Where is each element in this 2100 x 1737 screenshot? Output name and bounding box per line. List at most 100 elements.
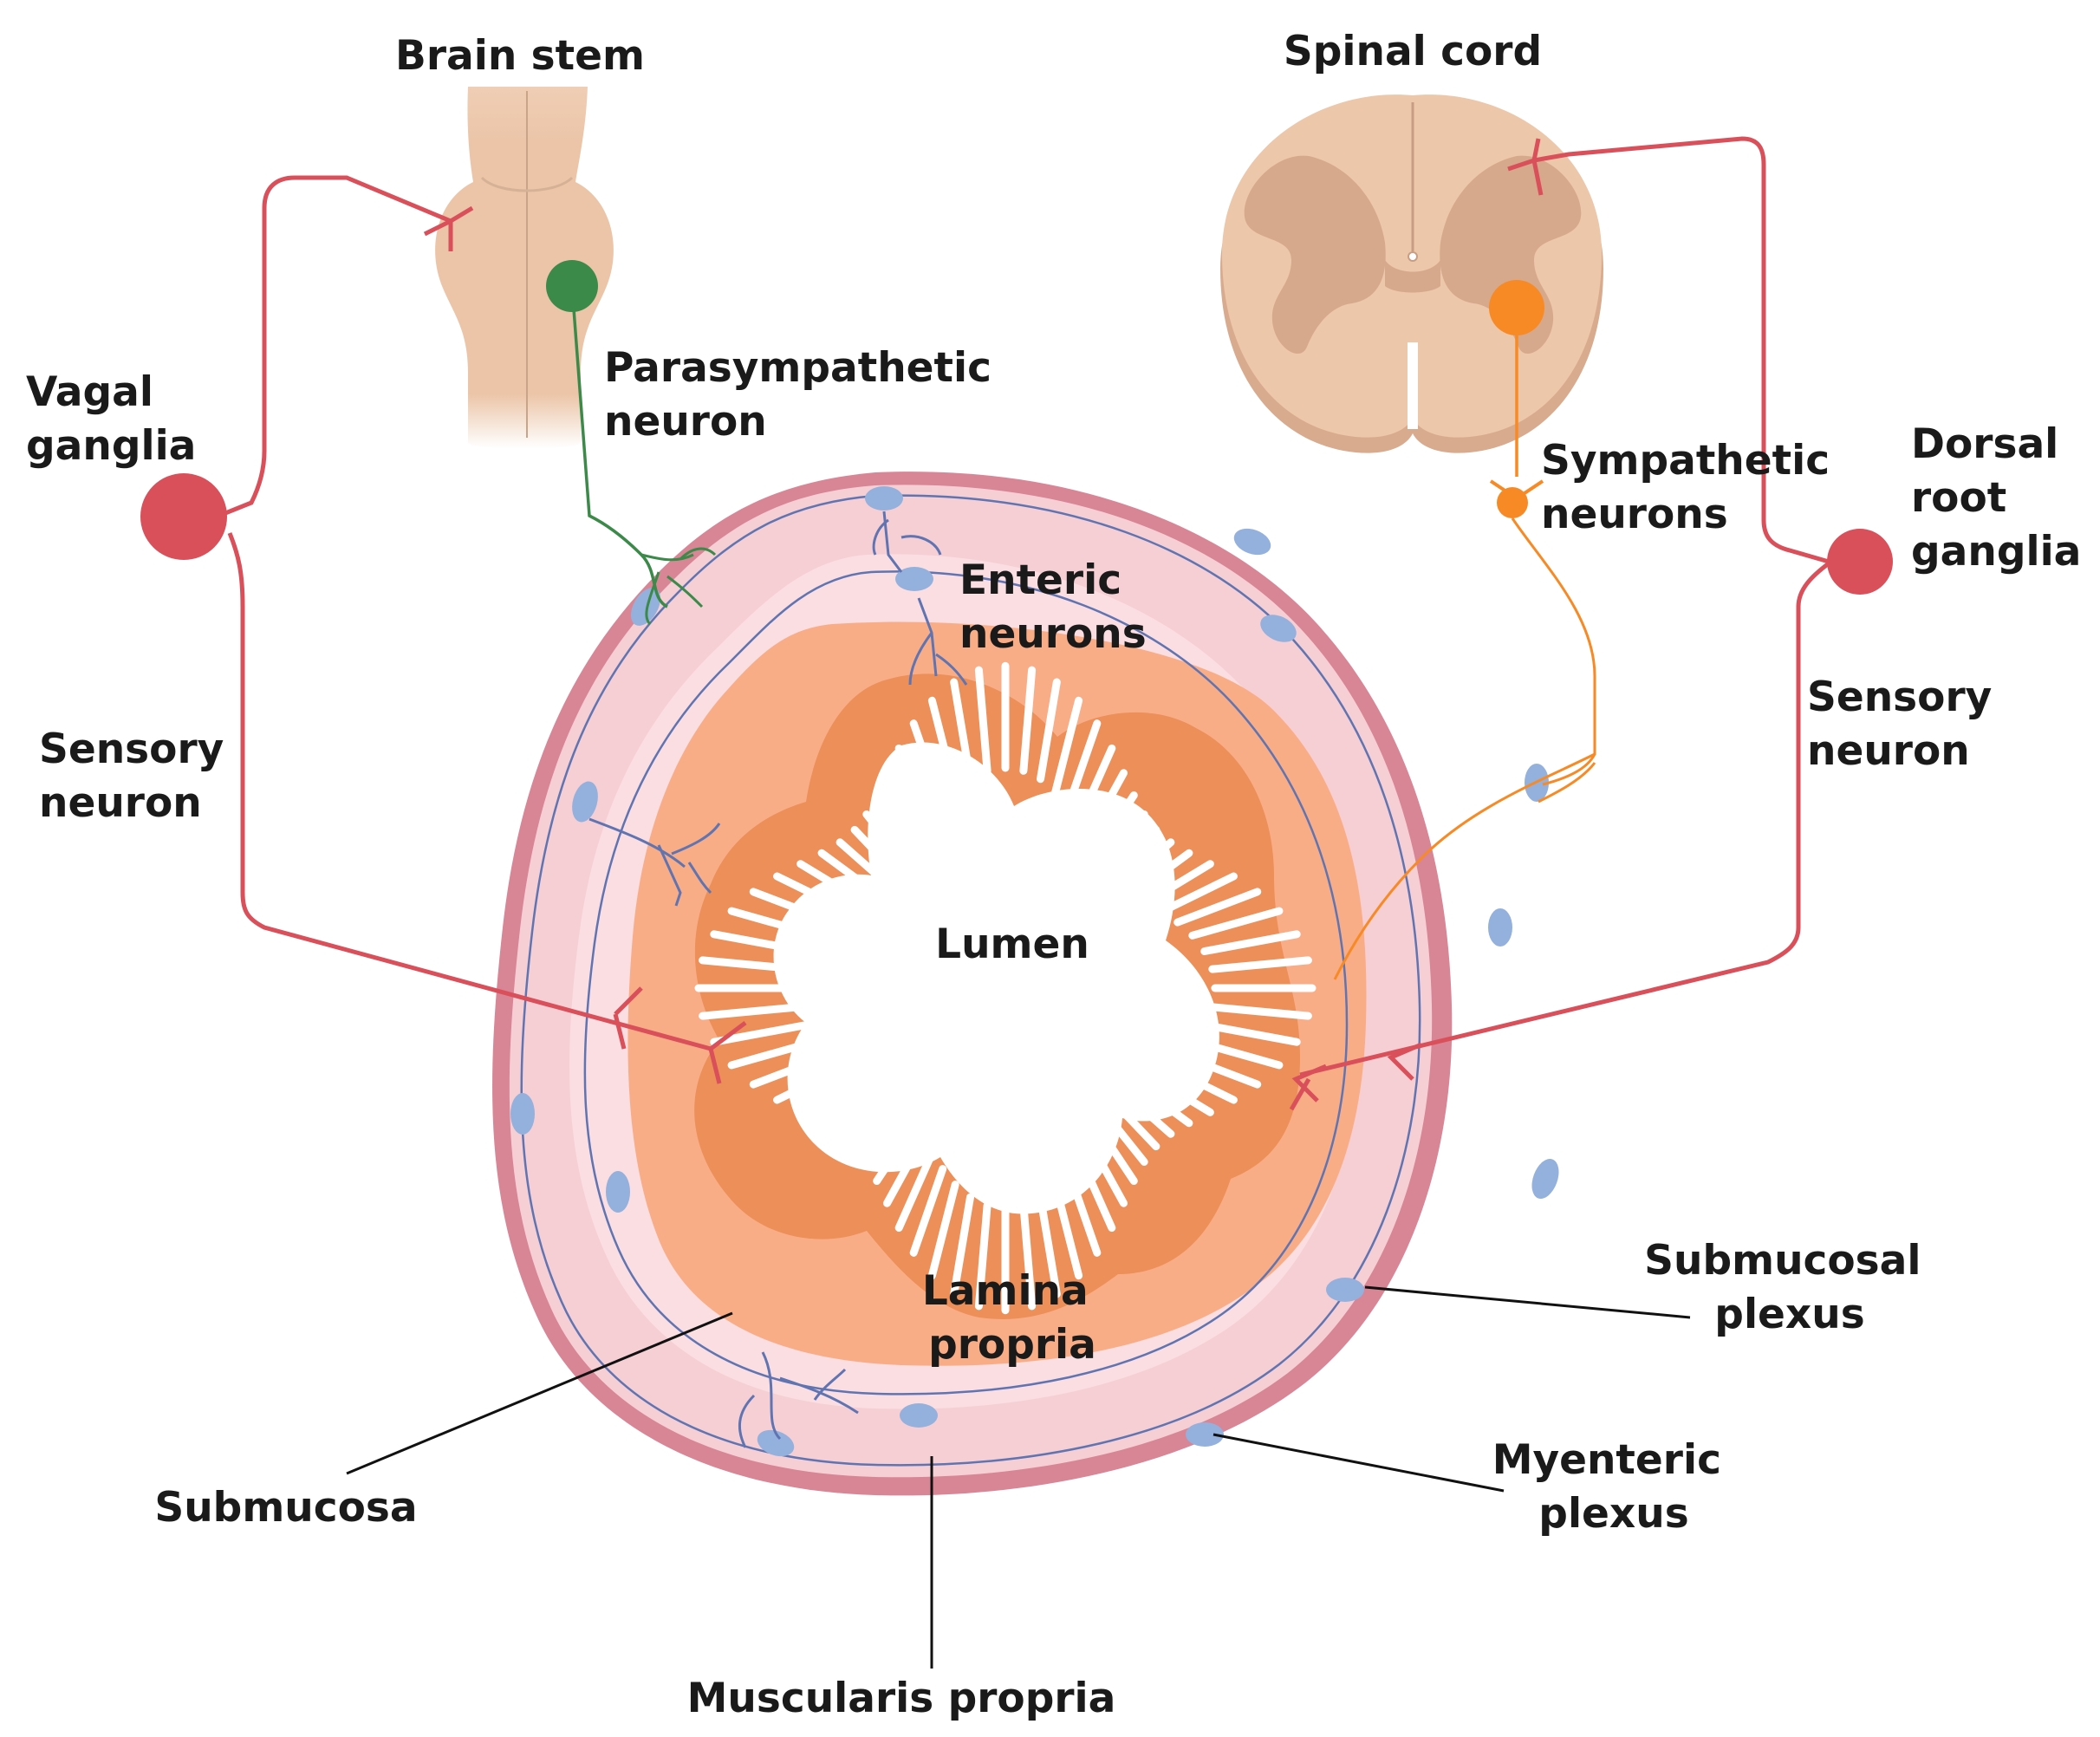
villus xyxy=(950,678,974,784)
plexus-node xyxy=(895,567,933,591)
villus xyxy=(850,1092,907,1151)
sympathetic-ganglion xyxy=(1497,487,1528,518)
villus xyxy=(974,1201,991,1311)
spinal-cord xyxy=(1220,94,1603,453)
plexus-node xyxy=(606,1171,630,1213)
vagal-sensory-pathway xyxy=(140,175,747,1084)
parasympathetic-pathway xyxy=(546,260,717,626)
label-lamina-propria: Lamina propria xyxy=(922,1267,1102,1369)
plexus-node xyxy=(630,588,661,626)
villus xyxy=(773,872,854,916)
label-muscularis-propria: Muscularis propria xyxy=(687,1675,1116,1722)
plexus-node xyxy=(865,486,903,511)
sympathetic-pathway xyxy=(1333,280,1596,980)
label-myenteric-plexus: Myenteric plexus xyxy=(1492,1436,1736,1538)
labels: Brain stem Spinal cord Vagal ganglia Par… xyxy=(26,28,2081,1722)
villus xyxy=(699,956,803,973)
submucosal-plexus-line xyxy=(583,570,1349,1395)
label-lumen: Lumen xyxy=(935,921,1089,968)
villus xyxy=(974,666,991,775)
plexus-node xyxy=(1326,1278,1364,1302)
villus xyxy=(817,849,884,901)
plexus-lines xyxy=(520,494,1421,1467)
villus xyxy=(927,696,959,796)
villus xyxy=(1051,1181,1083,1280)
label-brain-stem: Brain stem xyxy=(395,32,645,80)
enteric-neuron-branches xyxy=(588,511,968,1448)
callout-submucosal-plexus xyxy=(1364,1285,1691,1319)
villus xyxy=(1157,1060,1238,1104)
villus xyxy=(835,838,896,893)
villus xyxy=(749,1050,837,1089)
vagal-ganglion xyxy=(140,473,227,560)
gut-cross-section xyxy=(492,472,1453,1496)
label-submucosa: Submucosa xyxy=(154,1484,417,1532)
plexus-node xyxy=(900,1403,938,1428)
plexus-node xyxy=(757,1429,795,1457)
label-sympathetic-neurons: Sympathetic neurons xyxy=(1541,437,1843,538)
villus xyxy=(727,907,822,940)
villus xyxy=(710,930,810,955)
label-sensory-neuron-right: Sensory neuron xyxy=(1807,673,2006,775)
plexus-node xyxy=(1233,528,1271,556)
callout-myenteric-plexus xyxy=(1213,1433,1505,1493)
villus xyxy=(1104,1092,1161,1151)
plexus-nodes xyxy=(510,486,1559,1457)
dorsal-root-sensory-pathway xyxy=(1289,136,1893,1111)
villus xyxy=(873,791,922,861)
villus xyxy=(1115,838,1175,893)
label-sensory-neuron-left: Sensory neuron xyxy=(39,725,238,827)
villus xyxy=(773,1060,854,1104)
villi xyxy=(694,661,1317,1315)
villus xyxy=(1141,860,1214,908)
villus xyxy=(950,1193,974,1298)
villus xyxy=(835,1083,896,1138)
villus xyxy=(796,1069,869,1116)
plexus-node xyxy=(1260,615,1297,642)
villus xyxy=(1141,1069,1214,1116)
villus xyxy=(817,1076,884,1128)
plexus-node xyxy=(1488,908,1512,947)
label-spinal-cord: Spinal cord xyxy=(1284,28,1542,75)
label-submucosal-plexus: Submucosal plexus xyxy=(1644,1237,1935,1338)
villus xyxy=(1037,678,1061,784)
villus xyxy=(727,1037,822,1070)
villus xyxy=(850,825,907,884)
villus xyxy=(1174,1050,1262,1089)
villus xyxy=(1174,888,1262,927)
label-dorsal-root-ganglia: Dorsal root ganglia xyxy=(1911,420,2081,576)
villus xyxy=(699,1003,803,1020)
dorsal-root-ganglion xyxy=(1827,529,1893,595)
myenteric-plexus-line xyxy=(520,494,1421,1467)
plexus-node xyxy=(572,781,598,823)
villus xyxy=(883,769,929,845)
villus xyxy=(873,1116,922,1185)
villus xyxy=(1200,1021,1301,1046)
villus xyxy=(1208,1003,1312,1020)
villus xyxy=(1051,696,1083,796)
parasympathetic-neuron-body xyxy=(546,260,598,312)
brain-stem xyxy=(435,87,614,449)
label-vagal-ganglia: Vagal ganglia xyxy=(26,368,196,470)
villus xyxy=(862,1103,914,1166)
villus xyxy=(1019,666,1037,775)
villus xyxy=(927,1181,959,1280)
villus xyxy=(1096,1103,1148,1166)
villus xyxy=(894,744,937,829)
callout-submucosa xyxy=(346,1311,733,1475)
villus xyxy=(909,1165,947,1257)
villus xyxy=(1082,769,1128,845)
villus xyxy=(1074,744,1116,829)
villus xyxy=(862,810,914,874)
villus xyxy=(1208,956,1312,973)
villus xyxy=(1104,825,1161,884)
villus xyxy=(710,1021,810,1046)
villus xyxy=(1157,872,1238,916)
villus xyxy=(1188,1037,1284,1070)
villus xyxy=(894,1148,937,1233)
villus xyxy=(1115,1083,1175,1138)
villus xyxy=(1089,791,1138,861)
label-enteric-neurons: Enteric neurons xyxy=(959,556,1147,658)
villus xyxy=(1063,1165,1102,1257)
